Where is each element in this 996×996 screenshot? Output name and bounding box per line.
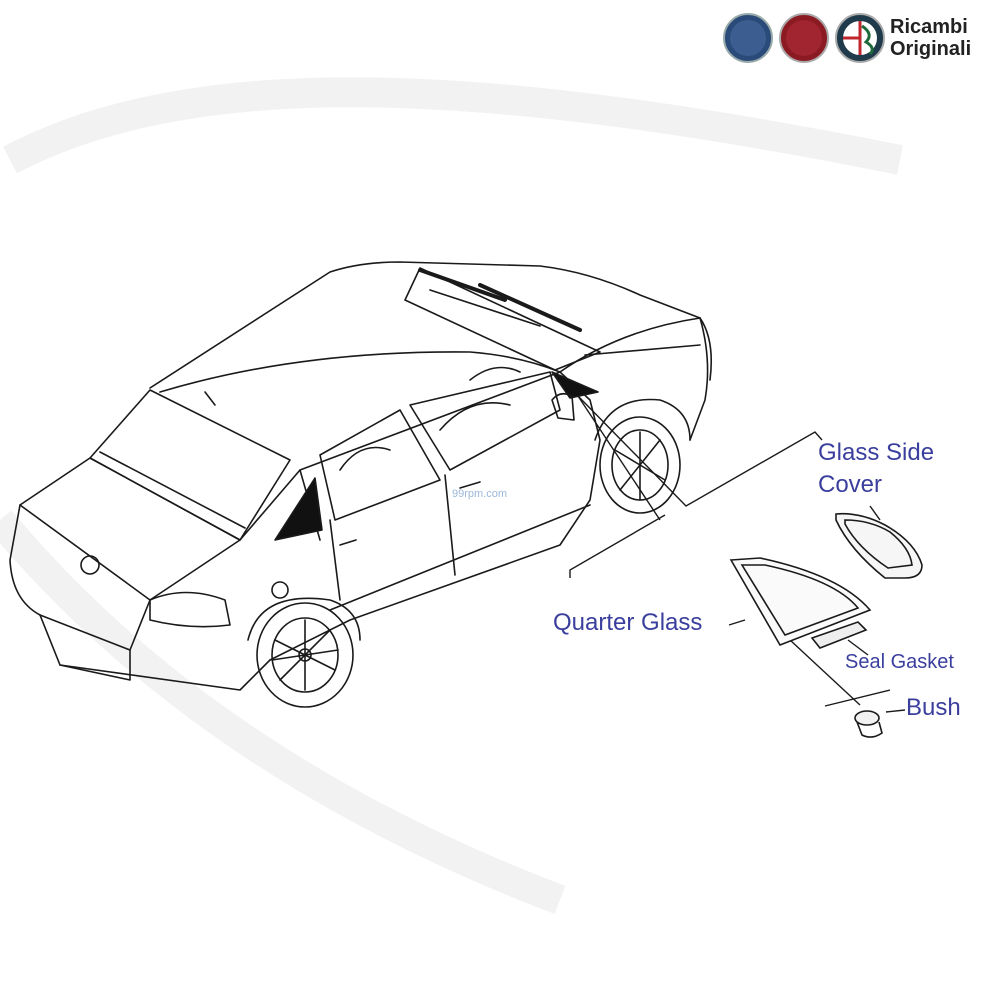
background-swoosh [0,77,903,915]
label-glass-side-cover-line2: Cover [818,471,883,498]
brand-logos [723,13,885,63]
watermark: 99rpm.com [452,488,508,500]
leader-lines [569,395,906,713]
brand-line-2: Originali [890,38,972,60]
label-seal-gasket: Seal Gasket [845,651,954,673]
label-bush: Bush [906,694,961,721]
brand-line-1: Ricambi [890,16,968,38]
label-glass-side-cover-line1: Glass Side [818,439,935,466]
alfa-romeo-logo [835,13,885,63]
car-illustration [9,261,713,708]
bush-part [854,710,883,738]
label-quarter-glass: Quarter Glass [553,609,703,636]
lancia-logo [723,13,773,63]
fiat-logo [779,13,829,63]
glass-side-cover-part [835,512,923,579]
brand-title: Ricambi Originali [890,16,971,60]
quarter-glass-part [729,557,872,646]
brand-header: Ricambi Originali [720,10,990,66]
seal-gasket-part [810,621,868,649]
